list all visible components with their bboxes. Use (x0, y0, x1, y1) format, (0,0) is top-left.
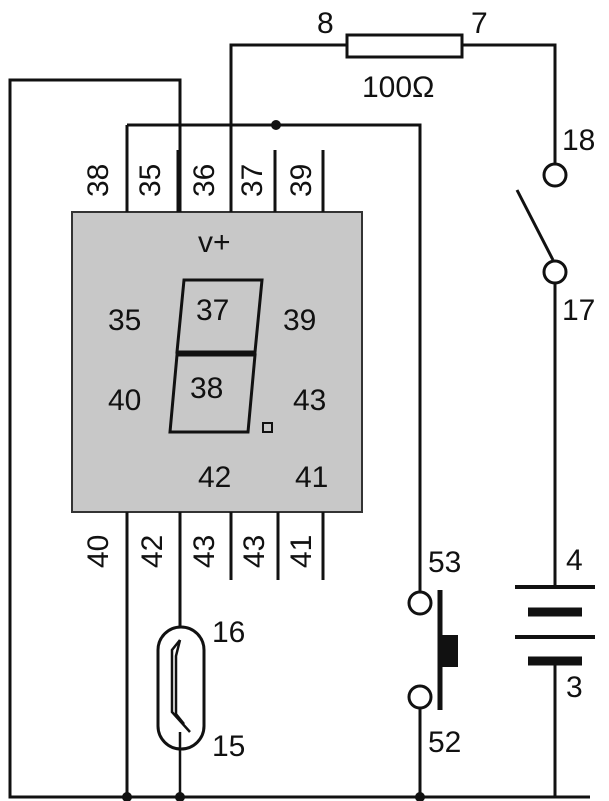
push-button-terminal-bottom: 52 (428, 726, 461, 759)
segment-dp-label: 41 (295, 461, 328, 494)
resistor-terminal-left: 8 (317, 7, 334, 40)
switch-lever (515, 189, 555, 261)
top-pin-label: 36 (188, 164, 221, 197)
resistor-value: 100Ω (362, 71, 434, 104)
segment-g-label: 38 (190, 372, 223, 405)
top-pin-label: 35 (134, 164, 167, 197)
top-pin-label: 39 (285, 164, 318, 197)
switch-terminal-bottom: 17 (562, 294, 595, 327)
reed-switch (156, 625, 206, 751)
display-bottom-pins (125, 512, 325, 797)
switch-contact-top (542, 162, 568, 188)
bottom-pin-label: 43 (188, 535, 221, 568)
seven-segment-display (71, 211, 363, 513)
segment-d-label: 42 (198, 461, 231, 494)
switch-terminal-top: 18 (562, 124, 595, 157)
battery-terminal-top: 4 (566, 544, 583, 577)
push-button-cap (440, 635, 458, 667)
junction-dot (271, 120, 281, 130)
supply-bus-wire (127, 123, 422, 598)
junction-dot (175, 792, 185, 801)
resistor (345, 33, 464, 59)
top-pin-label: 38 (82, 164, 115, 197)
battery (515, 585, 595, 666)
segment-b-label: 39 (283, 304, 316, 337)
push-button-contact-bottom (407, 684, 433, 710)
bottom-pin-label: 42 (136, 535, 169, 568)
segment-f-label: 35 (108, 304, 141, 337)
reed-terminal-top: 16 (212, 616, 245, 649)
segment-e-label: 40 (108, 384, 141, 417)
top-pin-label: 37 (236, 164, 269, 197)
display-supply-label: v+ (198, 226, 231, 259)
segment-digit (168, 278, 273, 434)
switch-contact-bottom (542, 259, 568, 285)
junction-dot (415, 792, 425, 801)
push-button-contact-top (407, 590, 433, 616)
junction-dot (122, 792, 132, 801)
resistor-terminal-right: 7 (471, 7, 488, 40)
bottom-pin-label: 43 (238, 535, 271, 568)
bottom-pin-label: 41 (285, 535, 318, 568)
segment-a-label: 37 (196, 294, 229, 327)
push-button-terminal-top: 53 (428, 546, 461, 579)
bottom-pin-label: 40 (82, 535, 115, 568)
segment-c-label: 43 (293, 384, 326, 417)
left-loop-wire (8, 78, 590, 799)
resistor-left-wire (229, 43, 347, 212)
reed-terminal-bottom: 15 (212, 730, 245, 763)
decimal-point (262, 422, 273, 433)
battery-terminal-bottom: 3 (566, 671, 583, 704)
reed-contact-inner (174, 639, 185, 725)
resistor-right-wire (462, 43, 557, 163)
